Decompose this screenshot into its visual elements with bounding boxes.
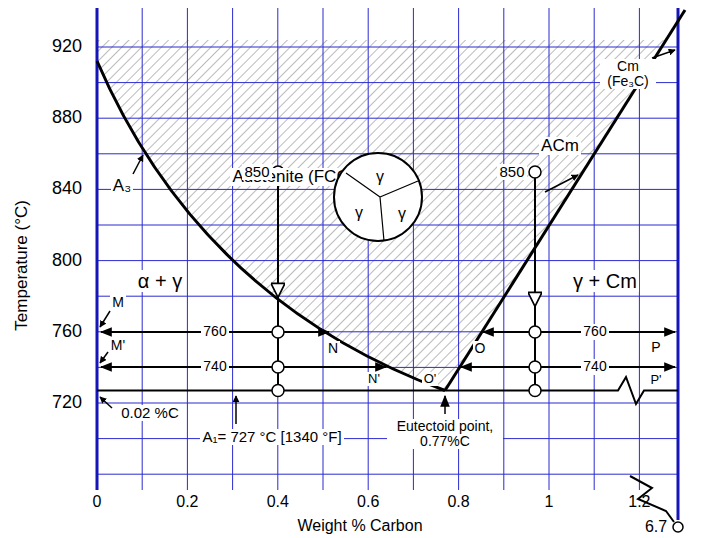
tick-label: 720 (52, 393, 82, 413)
grid-line (549, 8, 550, 490)
note: A₁= 727 °C [1340 °F] (200, 429, 343, 446)
point-label: N' (366, 372, 382, 386)
point-label: P' (648, 373, 663, 387)
leader-lines (100, 50, 675, 424)
cementite-line (677, 8, 680, 520)
axis-title: Temperature (°C) (13, 200, 32, 331)
temperature-label: 850 (497, 164, 526, 181)
point-label: P (649, 340, 662, 355)
a3-curve (97, 61, 445, 391)
tick-label: 0.6 (357, 493, 379, 511)
curve-label: Cm (Fe₃C) (600, 59, 656, 90)
grid-line (503, 8, 504, 490)
point-label: O' (422, 372, 439, 386)
tie-line (483, 331, 675, 333)
tick-label: 1 (545, 493, 554, 511)
tick-label: 880 (52, 108, 82, 128)
temperature-label: 760 (201, 324, 228, 339)
point-label: O (473, 341, 488, 356)
cooling-path (534, 178, 536, 305)
grain-label: γ (355, 205, 363, 221)
tick-label: 0.4 (267, 493, 289, 511)
tick-label: 1.2 (628, 493, 650, 511)
tick-label: 760 (52, 322, 82, 342)
tie-line (461, 366, 675, 368)
axis-title: Weight % Carbon (297, 517, 422, 535)
tick-label: 800 (52, 251, 82, 271)
note: 0.02 %C (119, 405, 181, 422)
tick-label: 840 (52, 179, 82, 199)
point-label: M' (109, 338, 127, 353)
grid-line (97, 82, 678, 83)
cooling-path (277, 178, 279, 296)
grid-line (323, 8, 324, 490)
temperature-label: 740 (201, 359, 228, 374)
grid-line (97, 260, 678, 261)
cooling-path (277, 296, 279, 390)
cooling-path (534, 305, 536, 390)
grid-line (97, 403, 678, 404)
grain-outline (332, 151, 424, 243)
grid-line (97, 296, 678, 297)
grid-line (594, 8, 595, 490)
grid-line (97, 118, 678, 119)
tick-label: 0.2 (176, 493, 198, 511)
note: Eutectoid point, 0.77%C (387, 419, 503, 450)
curve-label: A₃ (111, 177, 133, 196)
temperature-label: 760 (581, 324, 608, 339)
microstructure-circle: γ γ γ (332, 151, 424, 243)
y-axis (96, 8, 99, 490)
grain-label: γ (398, 206, 406, 222)
curve-label: ACm (539, 137, 581, 156)
acm-line (445, 10, 685, 391)
tick-label: 0.8 (447, 493, 469, 511)
point-label: M (110, 295, 126, 310)
austenite-region (97, 40, 666, 391)
point-label: N (326, 341, 340, 356)
grid-line (277, 8, 278, 490)
tick-label: 6.7 (643, 518, 669, 536)
grid (97, 8, 678, 490)
a1-line (97, 377, 678, 404)
grid-line (368, 8, 369, 490)
phase-label: γ + Cm (571, 270, 639, 292)
tick-label: 0 (93, 493, 102, 511)
grid-line (187, 8, 188, 490)
phase-label: α + γ (136, 270, 184, 292)
temperature-label: 740 (581, 359, 608, 374)
grid-line (232, 8, 233, 490)
grid-line (97, 474, 678, 475)
tick-label: 920 (52, 37, 82, 57)
tie-line (101, 366, 386, 368)
temperature-label: 850 (242, 164, 271, 181)
grid-line (97, 47, 678, 48)
state-points (272, 166, 683, 532)
grain-label: γ (376, 169, 384, 185)
